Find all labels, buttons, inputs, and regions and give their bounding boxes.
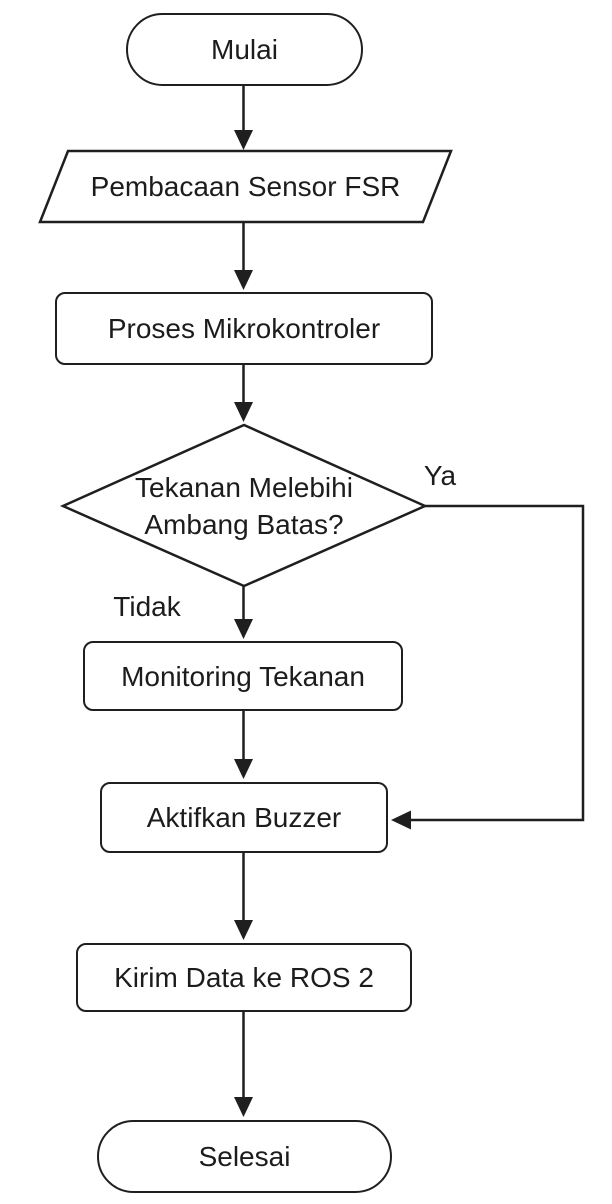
arrowhead-down-icon	[234, 130, 253, 150]
node-start-terminator: Mulai	[126, 13, 363, 86]
connector-monitoring-buzzer	[234, 711, 253, 779]
input-parallelogram-shape	[38, 149, 453, 224]
connector-buzzer-send	[234, 853, 253, 940]
arrowhead-down-icon	[234, 1097, 253, 1117]
arrowhead-down-icon	[234, 619, 253, 639]
node-buzzer-label: Aktifkan Buzzer	[146, 802, 342, 833]
arrowhead-down-icon	[234, 920, 253, 940]
arrowhead-left-icon	[391, 810, 411, 830]
node-monitoring-label: Monitoring Tekanan	[121, 660, 365, 692]
connector-decision-buzzer	[391, 504, 585, 830]
node-process-label: Proses Mikrokontroler	[107, 313, 381, 344]
node-start-label: Mulai	[211, 34, 278, 65]
arrowhead-down-icon	[234, 270, 253, 290]
arrowhead-down-icon	[234, 402, 253, 422]
arrowhead-down-icon	[234, 759, 253, 779]
connector-decision-monitoring	[234, 586, 253, 639]
node-send-box: Kirim Data ke ROS 2	[76, 943, 412, 1012]
connector-start-input	[234, 86, 253, 150]
connector-send-end	[234, 1012, 253, 1117]
node-send-label: Kirim Data ke ROS 2	[114, 962, 374, 993]
node-monitoring-box: Monitoring Tekanan	[83, 641, 403, 711]
connector-process-decision	[234, 365, 253, 422]
node-buzzer-box: Aktifkan Buzzer	[100, 782, 388, 853]
node-process-box: Proses Mikrokontroler	[55, 292, 433, 365]
connector-input-process	[234, 222, 253, 290]
node-end-terminator: Selesai	[97, 1120, 392, 1193]
node-end-label: Selesai	[198, 1141, 291, 1172]
decision-diamond-shape	[59, 423, 429, 588]
